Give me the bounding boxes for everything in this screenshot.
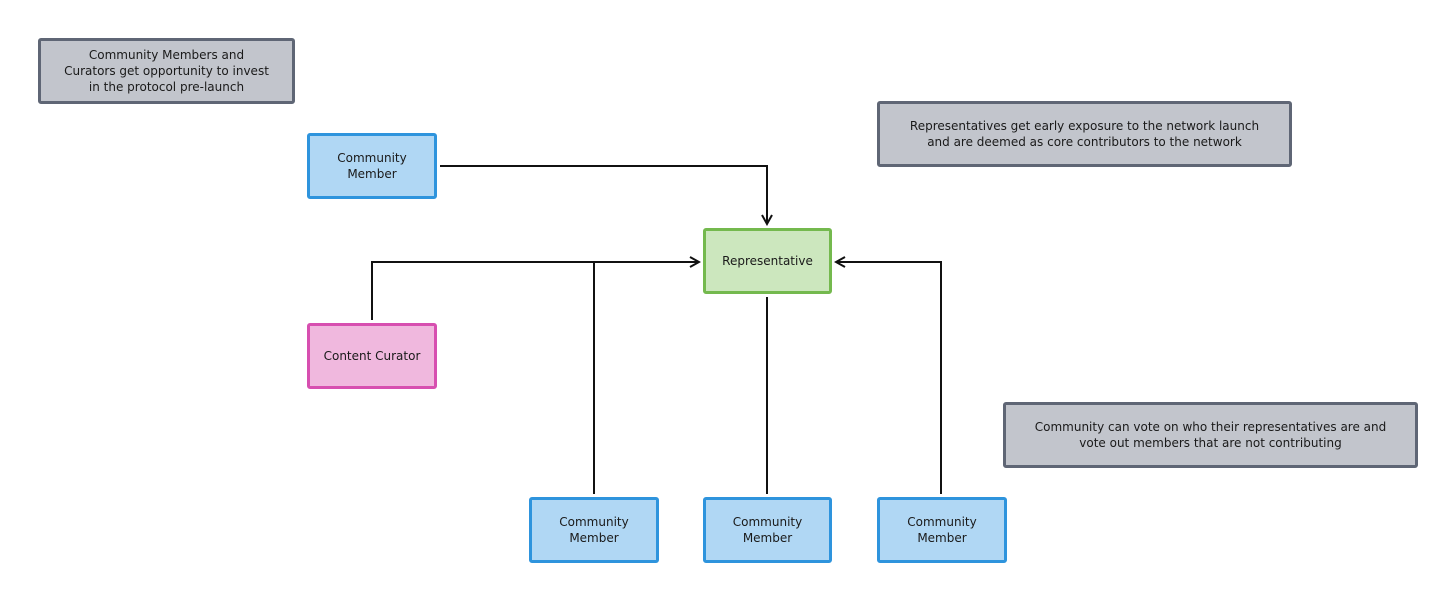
connector-curator-to-representative [371,262,699,320]
note-invest-text: Community Members and Curators get oppor… [64,48,269,94]
node-community-member-bottom-left: Community Member [529,497,659,563]
node-community-member-bottom-right: Community Member [877,497,1007,563]
note-exposure: Representatives get early exposure to th… [877,101,1292,167]
node-content-curator: Content Curator [307,323,437,389]
node-content-curator-label: Content Curator [323,349,421,363]
node-representative: Representative [703,228,832,294]
node-community-member-bottom-center: Community Member [703,497,832,563]
node-community-member-bottom-left-label: Community Member [559,515,629,545]
node-community-member-bottom-right-label: Community Member [907,515,977,545]
connector-bottom-right-member-to-representative [836,262,942,494]
node-community-member-bottom-center-label: Community Member [732,515,803,545]
note-vote-text: Community can vote on who their represen… [1034,420,1387,450]
node-community-member-top-label: Community Member [337,151,407,181]
note-exposure-text: Representatives get early exposure to th… [909,119,1260,149]
note-invest: Community Members and Curators get oppor… [38,38,295,104]
node-community-member-top: Community Member [307,133,437,199]
node-representative-label: Representative [722,254,813,268]
connector-top-member-to-representative [440,165,767,224]
note-vote: Community can vote on who their represen… [1003,402,1418,468]
